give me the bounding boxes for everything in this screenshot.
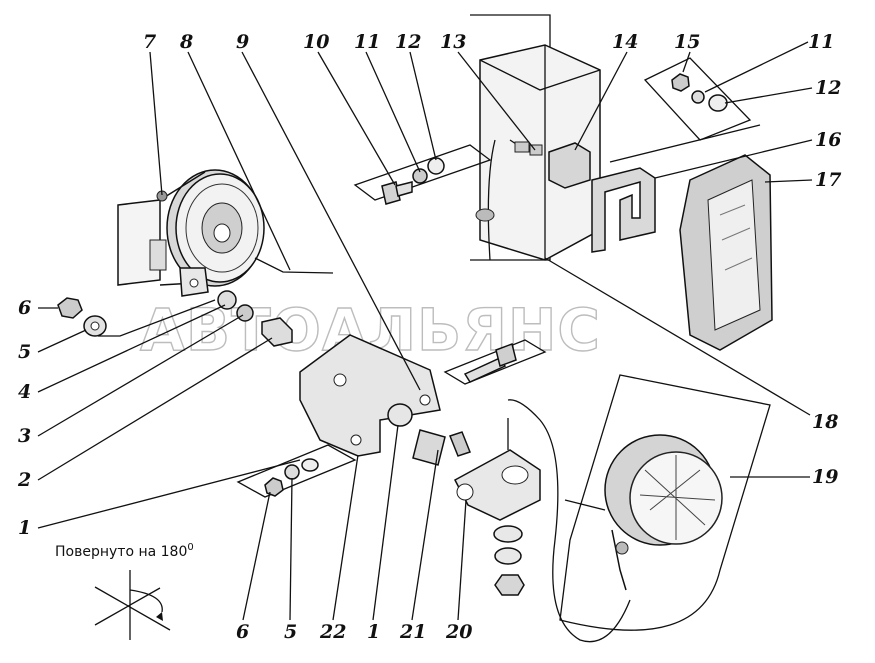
callout-3: 3: [18, 425, 31, 447]
callout-19: 19: [812, 466, 838, 488]
callout-20: 20: [445, 621, 472, 643]
callout-10: 10: [303, 31, 329, 53]
callout-8: 8: [179, 31, 193, 53]
washer: [387, 403, 413, 427]
callout-21: 21: [399, 621, 426, 643]
callout-11-right: 11: [808, 31, 834, 53]
callout-11: 11: [354, 31, 380, 53]
callout-1-bottom: 1: [367, 621, 380, 643]
rotation-symbol: [94, 570, 171, 640]
callout-17: 17: [815, 169, 841, 191]
callout-12: 12: [395, 31, 421, 53]
plate-16: [591, 57, 761, 253]
callout-6-left: 6: [18, 297, 31, 319]
callout-22: 22: [319, 621, 346, 643]
bracket: [299, 334, 441, 457]
callout-2: 2: [17, 469, 31, 491]
bolt-upper: [443, 339, 547, 385]
callout-6-bottom: 6: [236, 621, 249, 643]
horn-wire: [254, 257, 334, 274]
callout-16: 16: [815, 129, 841, 151]
horn: [117, 169, 265, 297]
headlamp: [559, 374, 771, 631]
callouts: 7 8 9 10 11 12 13 14 15 11 12 16 17 6 5 …: [17, 31, 841, 643]
callout-12-right: 12: [815, 77, 841, 99]
bracket-fasteners: [236, 444, 357, 498]
callout-15: 15: [674, 31, 700, 53]
leader-lines: [37, 41, 813, 621]
callout-1-left: 1: [18, 517, 31, 539]
callout-5-left: 5: [18, 341, 31, 363]
callout-9: 9: [236, 31, 249, 53]
callout-4: 4: [18, 381, 31, 403]
side-light: [679, 154, 773, 351]
callout-7: 7: [143, 31, 156, 53]
callout-14: 14: [612, 31, 638, 53]
callout-18: 18: [812, 411, 838, 433]
bolt-21: [412, 429, 471, 466]
rotation-note: Повернуто на 1800: [55, 542, 194, 560]
callout-5-bottom: 5: [284, 621, 297, 643]
callout-13: 13: [440, 31, 466, 53]
cab-box: [470, 14, 601, 261]
clamp: [453, 399, 631, 643]
bolt-10: [353, 144, 492, 205]
